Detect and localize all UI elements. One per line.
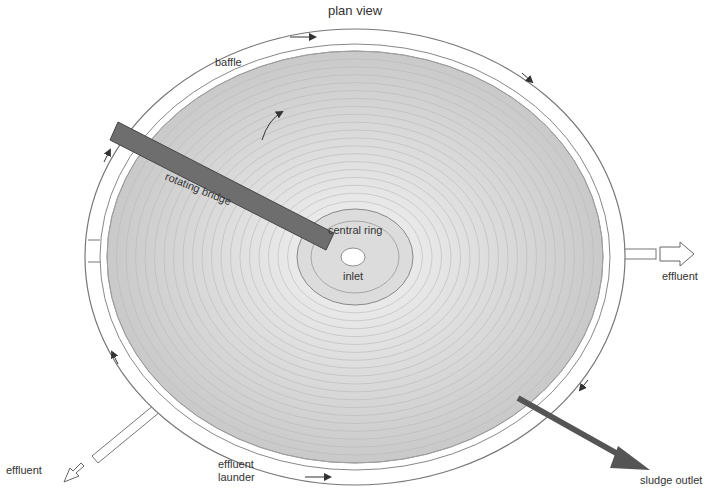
effluent-label: effluent (662, 270, 698, 283)
influent-pipe (64, 400, 166, 482)
launder-label: effluent launder (218, 458, 278, 483)
sludge-outlet-label: sludge outlet (640, 474, 702, 487)
rotating-bridge (110, 122, 334, 250)
baffle-label: baffle (215, 56, 242, 69)
effluent-pipe (622, 242, 694, 266)
diagram-title: plan view (328, 4, 382, 19)
influent-label: effluent (6, 464, 42, 477)
central-ring-label: central ring (328, 224, 382, 237)
inlet-label: inlet (343, 270, 363, 283)
